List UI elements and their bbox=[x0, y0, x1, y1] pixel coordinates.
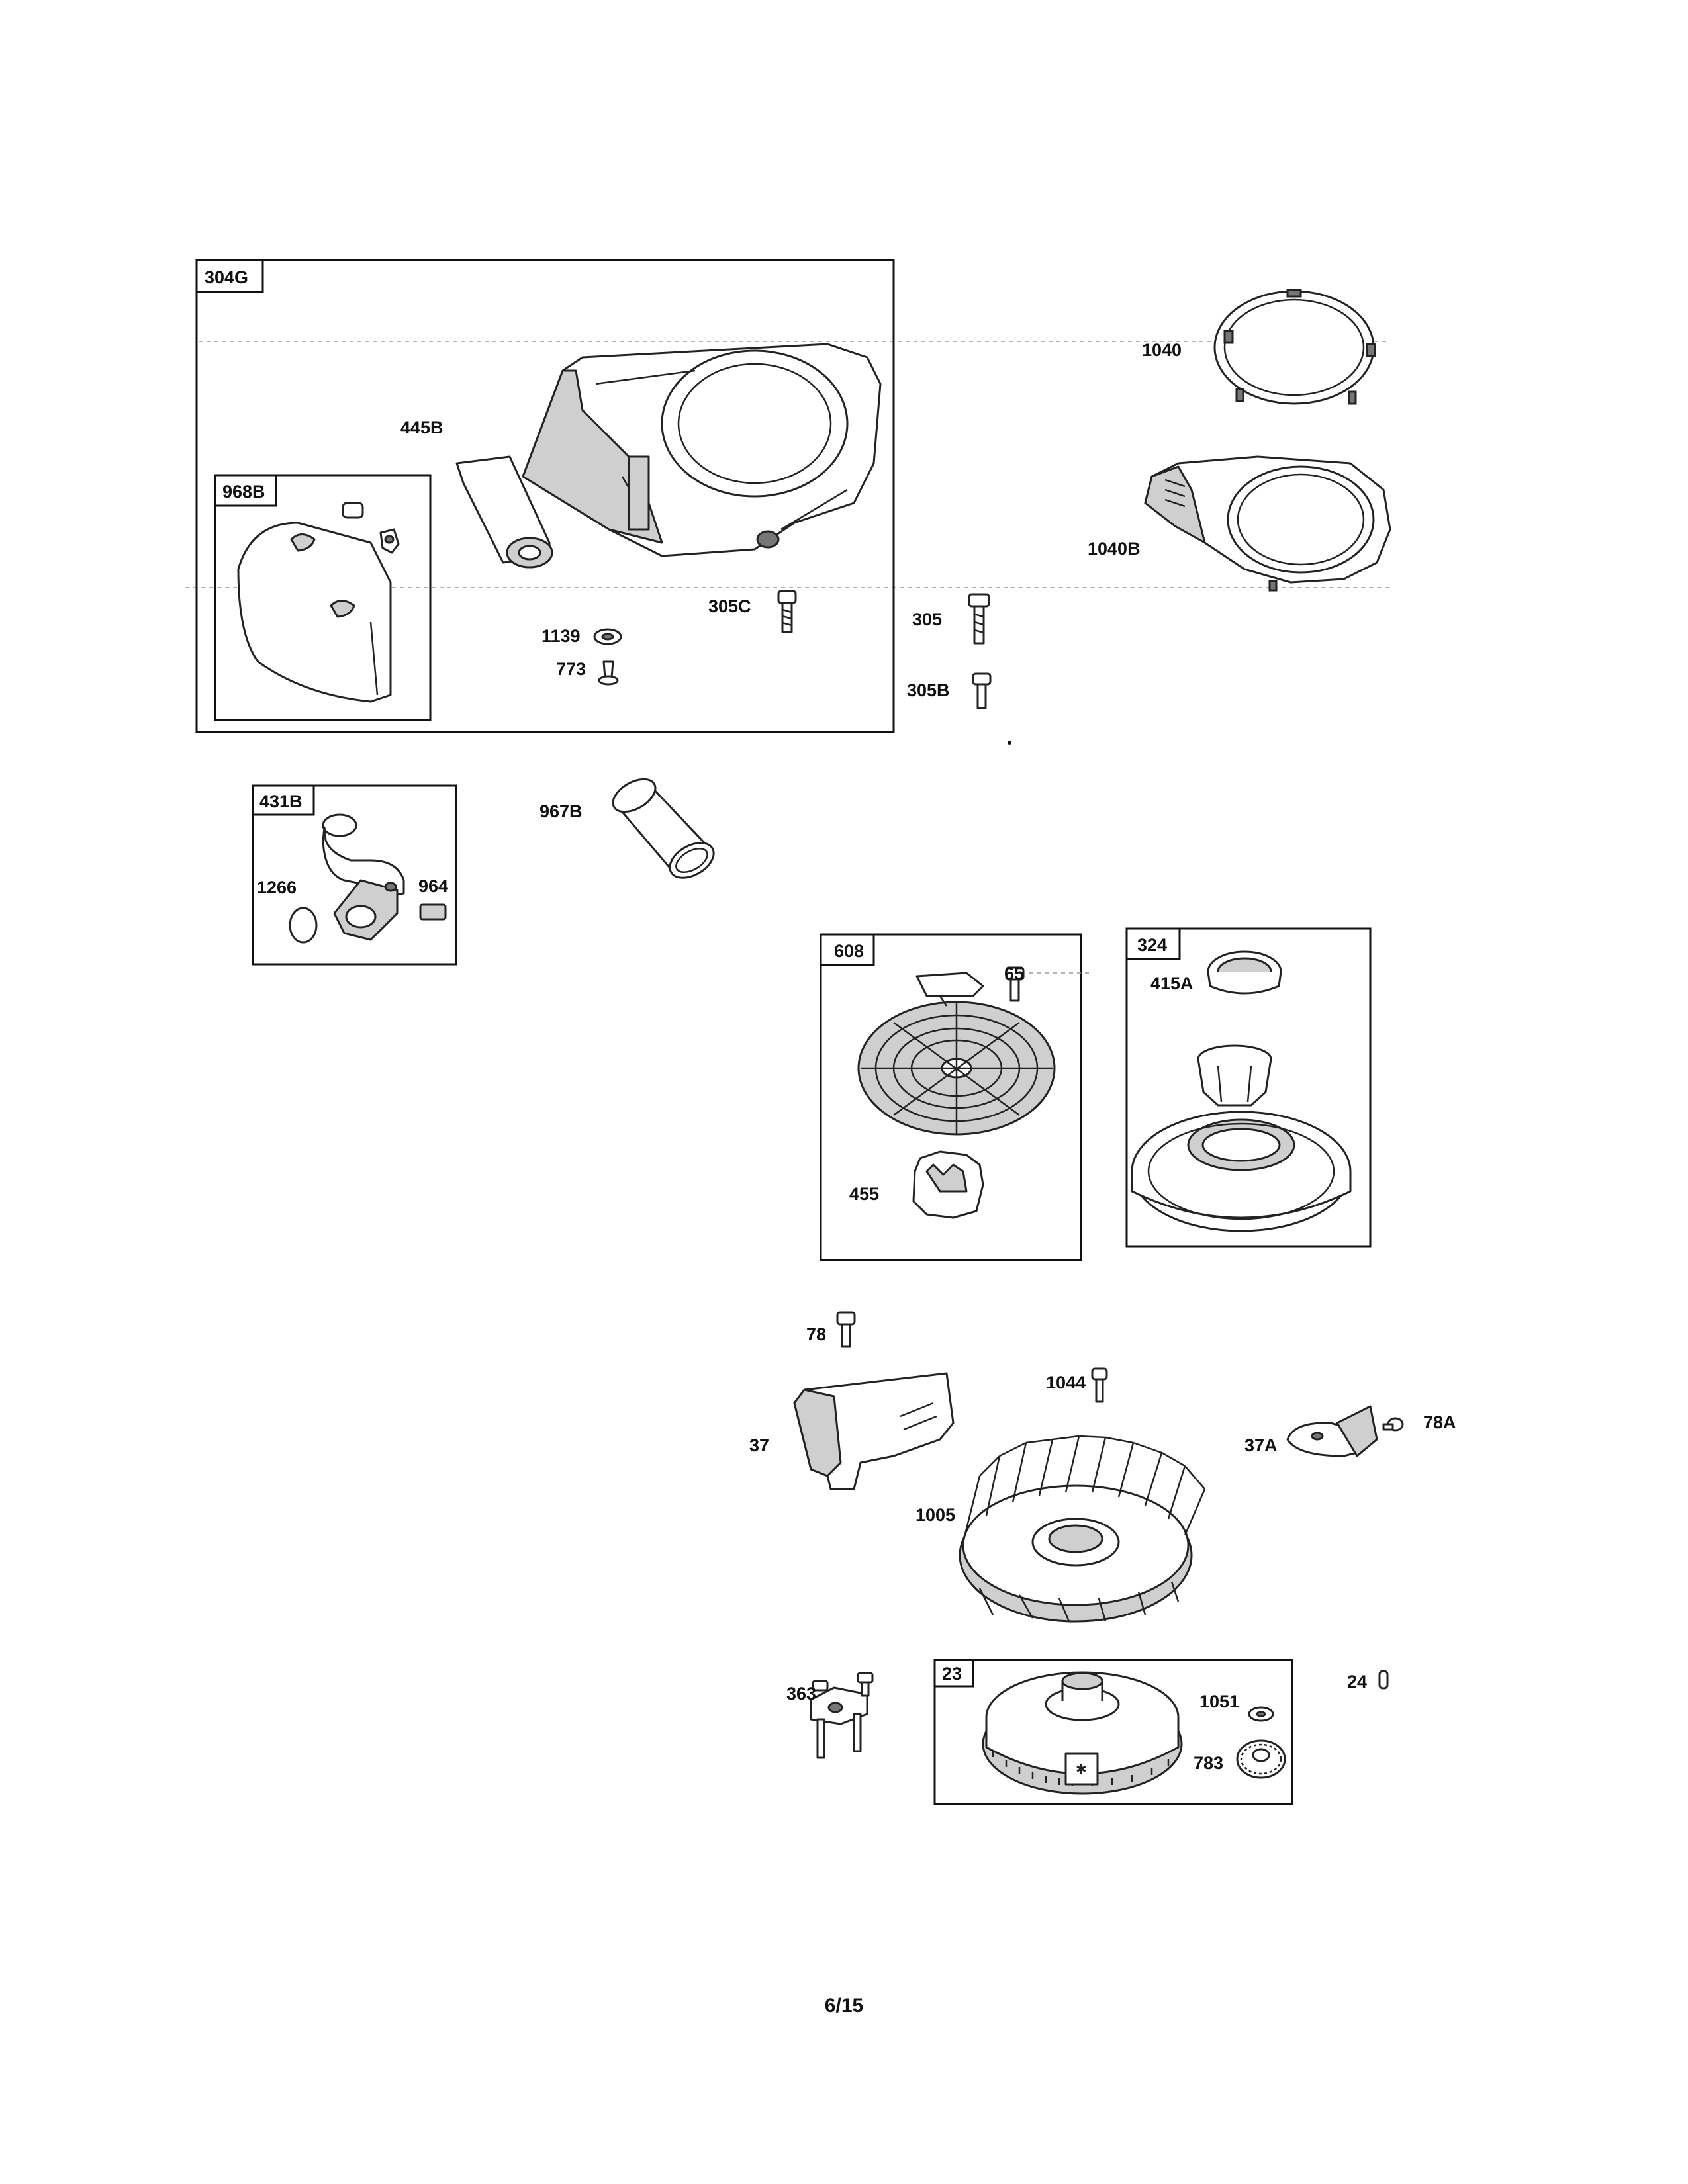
part-label-1139: 1139 bbox=[541, 626, 581, 646]
guard-ring-part bbox=[1213, 289, 1376, 405]
bolt-part bbox=[972, 672, 992, 709]
brake-clamp-part bbox=[810, 1672, 874, 1759]
pin-part bbox=[598, 660, 619, 686]
tube-part bbox=[612, 778, 715, 879]
air-guide-part bbox=[793, 1372, 955, 1490]
group-box-23 bbox=[933, 1659, 1293, 1805]
part-label-455: 455 bbox=[849, 1184, 879, 1204]
bolt-part bbox=[1005, 966, 1025, 1002]
screen-hub-part bbox=[1197, 1044, 1272, 1107]
blower-shroud-part bbox=[1144, 455, 1391, 592]
part-label-65: 65 bbox=[1004, 964, 1024, 983]
screw-part bbox=[1382, 1417, 1404, 1432]
bolt-part bbox=[968, 593, 990, 645]
washer-hole bbox=[601, 633, 614, 641]
gasket-part bbox=[419, 903, 447, 921]
group-label-431B: 431B bbox=[259, 792, 303, 811]
part-label-783: 783 bbox=[1194, 1753, 1223, 1773]
rewind-starter-part bbox=[857, 972, 1056, 1136]
part-label-1044: 1044 bbox=[1046, 1373, 1086, 1392]
part-label-363: 363 bbox=[786, 1684, 816, 1704]
group-box-968B bbox=[214, 474, 432, 721]
cooling-fan-part bbox=[959, 1435, 1206, 1623]
part-label-305: 305 bbox=[912, 610, 942, 629]
key-part bbox=[1248, 1706, 1274, 1722]
group-box-304G bbox=[195, 259, 895, 733]
part-label-37: 37 bbox=[749, 1435, 769, 1455]
group-tag-box bbox=[252, 784, 315, 816]
bolt-part bbox=[836, 1311, 856, 1348]
group-box-324 bbox=[1125, 927, 1372, 1248]
part-label-1005: 1005 bbox=[915, 1505, 955, 1525]
group-label-324: 324 bbox=[1137, 935, 1167, 955]
blower-housing-part bbox=[522, 343, 882, 557]
group-label-23: 23 bbox=[942, 1664, 962, 1684]
page-number: 6/15 bbox=[824, 1995, 864, 2017]
part-label-305B: 305B bbox=[907, 680, 950, 700]
group-label-968B: 968B bbox=[222, 482, 265, 502]
group-tag-box bbox=[933, 1659, 974, 1688]
bracket-part bbox=[1286, 1405, 1378, 1457]
group-box-431B bbox=[252, 784, 457, 966]
air-filter-cover-part bbox=[237, 502, 400, 703]
part-label-445B: 445B bbox=[400, 418, 444, 437]
part-label-1051: 1051 bbox=[1199, 1692, 1239, 1711]
part-label-1266: 1266 bbox=[257, 878, 297, 897]
group-box-608 bbox=[820, 933, 1082, 1261]
group-tag-box bbox=[820, 933, 875, 966]
part-label-967B: 967B bbox=[539, 801, 583, 821]
flywheel-screen-part bbox=[1131, 1111, 1352, 1232]
part-label-415A: 415A bbox=[1150, 974, 1194, 993]
o-ring-part bbox=[289, 907, 318, 944]
part-label-24: 24 bbox=[1347, 1672, 1367, 1692]
part-label-78: 78 bbox=[806, 1324, 826, 1344]
starter-cup-part bbox=[912, 1150, 984, 1219]
group-label-304G: 304G bbox=[205, 267, 248, 287]
intake-elbow-part bbox=[322, 813, 405, 941]
seal-ring-part bbox=[1207, 950, 1282, 995]
part-label-1040B: 1040B bbox=[1088, 539, 1141, 559]
screw-part bbox=[777, 590, 797, 633]
stray-mark bbox=[1008, 741, 1011, 745]
svg-text:✱: ✱ bbox=[1076, 1762, 1087, 1777]
part-label-78A: 78A bbox=[1423, 1412, 1456, 1432]
pin-part bbox=[1378, 1670, 1389, 1690]
part-label-305C: 305C bbox=[708, 596, 751, 616]
part-label-773: 773 bbox=[556, 659, 586, 679]
group-tag-box bbox=[1125, 927, 1181, 960]
filter-cartridge-part bbox=[455, 455, 553, 569]
group-tag-box bbox=[195, 259, 264, 293]
gear-part bbox=[1236, 1739, 1286, 1779]
group-tag-box bbox=[214, 474, 277, 507]
part-label-1040: 1040 bbox=[1142, 340, 1182, 360]
group-label-608: 608 bbox=[834, 941, 864, 961]
flywheel-part: ✱ bbox=[982, 1671, 1183, 1795]
part-label-964: 964 bbox=[418, 876, 448, 896]
bolt-part bbox=[1091, 1367, 1108, 1403]
part-label-37A: 37A bbox=[1244, 1435, 1278, 1455]
